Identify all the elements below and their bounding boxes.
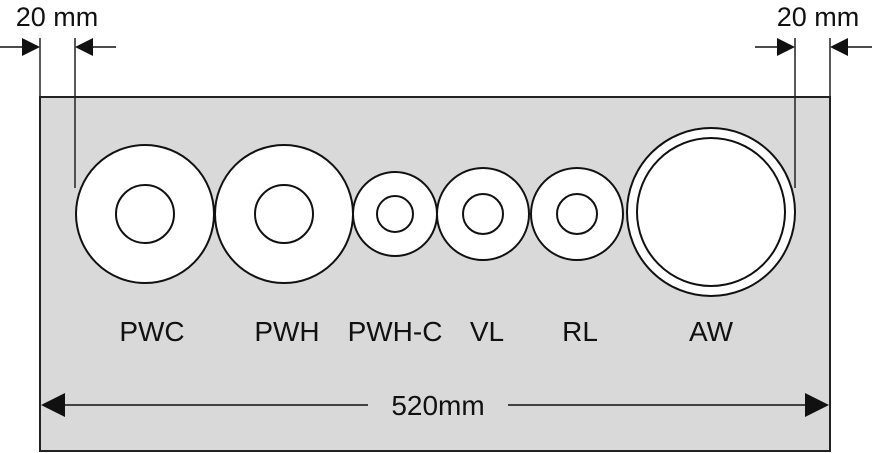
right-dimension-arrow-inner (777, 38, 795, 56)
left-dimension-arrow-outer (22, 38, 40, 56)
total-width-dimension: 520mm (41, 390, 829, 421)
total-width-arrow-left (41, 393, 65, 417)
port-aw: AW (626, 127, 796, 347)
right-dimension-arrow-outer (830, 38, 848, 56)
port-pwh-inner-ring (254, 184, 314, 244)
port-rl-label: RL (562, 316, 598, 347)
port-vl-inner-ring (462, 193, 504, 235)
port-aw-inner-ring (636, 137, 786, 287)
port-pwhc-label: PWH-C (348, 316, 443, 347)
port-pwhc: PWH-C (348, 171, 443, 347)
port-rl: RL (530, 167, 624, 347)
left-dimension-arrow-inner (75, 38, 93, 56)
left-margin-dimension: 20 mm (0, 2, 116, 188)
total-width-arrow-right (805, 393, 829, 417)
total-width-label: 520mm (391, 390, 484, 421)
port-aw-label: AW (689, 316, 734, 347)
port-rl-inner-ring (556, 193, 598, 235)
right-margin-dimension: 20 mm (755, 2, 872, 188)
port-pwc-label: PWC (119, 316, 184, 347)
port-pwc-inner-ring (115, 184, 175, 244)
left-margin-label: 20 mm (16, 2, 99, 32)
port-vl-label: VL (470, 316, 504, 347)
port-pwh-label: PWH (254, 316, 319, 347)
right-margin-label: 20 mm (777, 2, 860, 32)
port-vl: VL (436, 167, 530, 347)
port-pwhc-inner-ring (376, 195, 414, 233)
